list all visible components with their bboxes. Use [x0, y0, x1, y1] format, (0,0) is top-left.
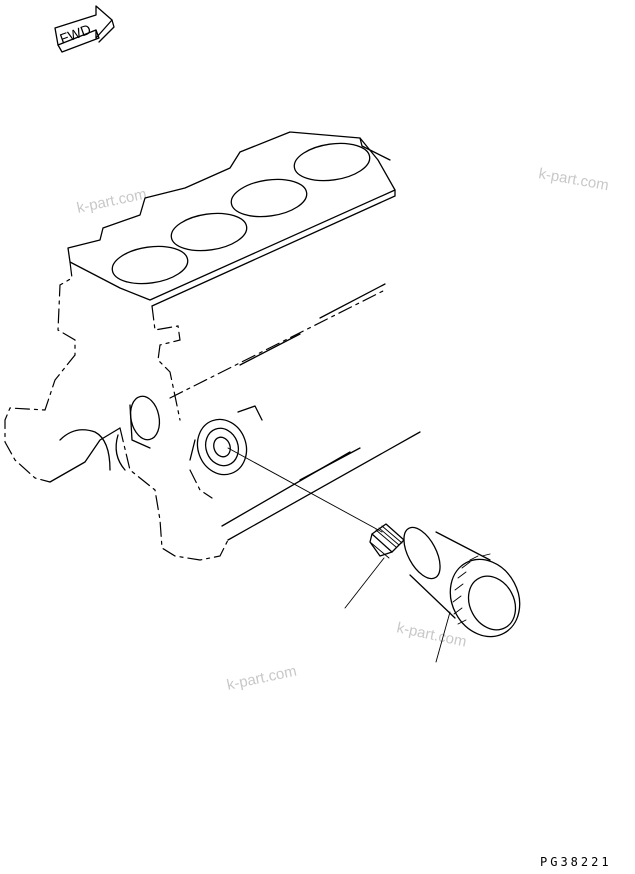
oil-filter-cartridge: [403, 526, 521, 638]
watermark-2: k-part.com: [537, 165, 610, 194]
cylinder-bore-3: [230, 178, 308, 218]
watermark-1: k-part.com: [75, 186, 148, 217]
watermark-3: k-part.com: [395, 619, 468, 650]
cylinder-bore-4: [293, 142, 371, 182]
fwd-arrow-icon: FWD: [54, 5, 115, 53]
drawing-number: PG38221: [540, 855, 612, 869]
filter-leader-line: [435, 611, 451, 663]
nipple-leader-line: [344, 557, 385, 609]
engine-block: [4, 131, 421, 561]
cylinder-bore-2: [170, 212, 248, 252]
threaded-nipple: [369, 523, 405, 559]
filter-mount-boss: [196, 418, 248, 476]
assembly-guide-line: [227, 447, 383, 533]
watermark-4: k-part.com: [225, 663, 298, 694]
cylinder-bore-1: [111, 245, 189, 285]
